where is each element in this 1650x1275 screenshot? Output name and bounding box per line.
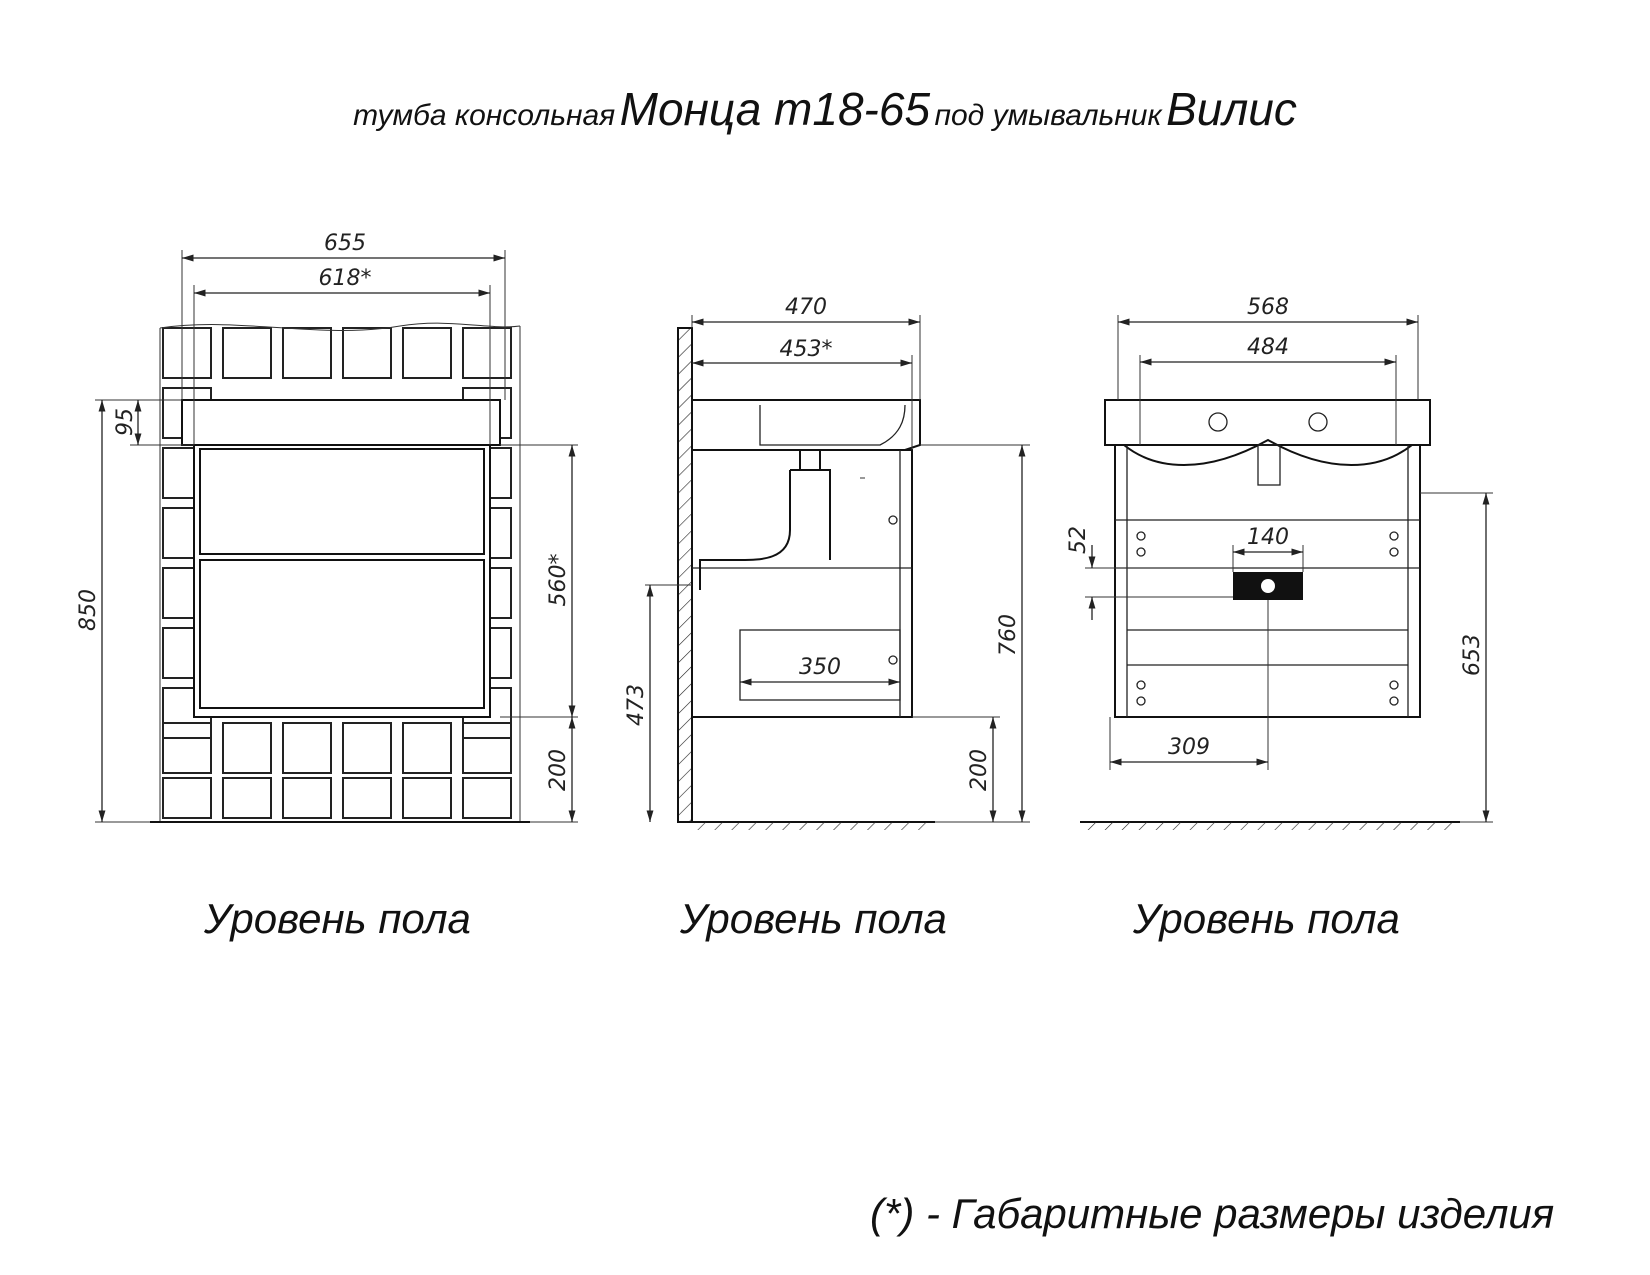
- side-view: 470 453* 350 760 200 473: [624, 295, 1030, 830]
- upper-drawer: [199, 448, 485, 555]
- lower-drawer: [199, 559, 485, 709]
- drawing-title: тумба консольная Монца т18-65 под умывал…: [0, 82, 1650, 136]
- side-outlet-473: 473: [624, 684, 649, 726]
- side-floor: [692, 822, 935, 830]
- back-width-568: 568: [1247, 295, 1289, 320]
- back-height-653: 653: [1460, 634, 1485, 676]
- front-width-618: 618*: [319, 266, 372, 291]
- front-gap-200: 200: [546, 749, 571, 791]
- side-gap-200: 200: [967, 749, 992, 791]
- title-middle: под умывальник: [934, 99, 1162, 132]
- front-height-850: 850: [76, 589, 101, 631]
- side-shelf-350: 350: [799, 655, 841, 680]
- title-sink: Вилис: [1166, 83, 1297, 135]
- side-depth-470: 470: [785, 295, 827, 320]
- side-drawer: [739, 629, 901, 701]
- side-floor-label: Уровень пола: [680, 895, 947, 942]
- mount-hole-left: [1208, 412, 1228, 432]
- countertop: [181, 399, 501, 446]
- title-prefix: тумба консольная: [353, 99, 616, 132]
- back-plate-52: 52: [1066, 526, 1091, 554]
- side-cabinet: [691, 449, 913, 718]
- side-height-760: 760: [996, 614, 1021, 656]
- back-floor: [1080, 822, 1460, 830]
- back-plate-140: 140: [1247, 525, 1289, 550]
- back-sink: [1104, 399, 1431, 466]
- drain: [1257, 444, 1281, 486]
- front-top-95: 95: [113, 408, 138, 436]
- front-width-655: 655: [324, 231, 366, 256]
- side-wall: [677, 327, 693, 823]
- footnote: (*) - Габаритные размеры изделия: [870, 1190, 1555, 1237]
- back-floor-label: Уровень пола: [1133, 895, 1400, 942]
- siphon: [699, 450, 831, 590]
- title-model: Монца т18-65: [619, 83, 931, 135]
- back-width-484: 484: [1247, 335, 1289, 360]
- front-view: 655 618* 850 95 560* 200: [76, 231, 578, 823]
- back-offset-309: 309: [1168, 735, 1210, 760]
- mount-hole-right: [1308, 412, 1328, 432]
- front-wall-tiles: [162, 327, 512, 819]
- sink-bowl: [759, 404, 906, 446]
- side-sink: [691, 399, 921, 451]
- wall-break-line: [159, 322, 521, 332]
- front-body-560: 560*: [546, 554, 571, 607]
- back-view: 568 484 140 52 309 653: [1066, 295, 1493, 830]
- front-floor-label: Уровень пола: [204, 895, 471, 942]
- side-depth-453: 453*: [780, 337, 833, 362]
